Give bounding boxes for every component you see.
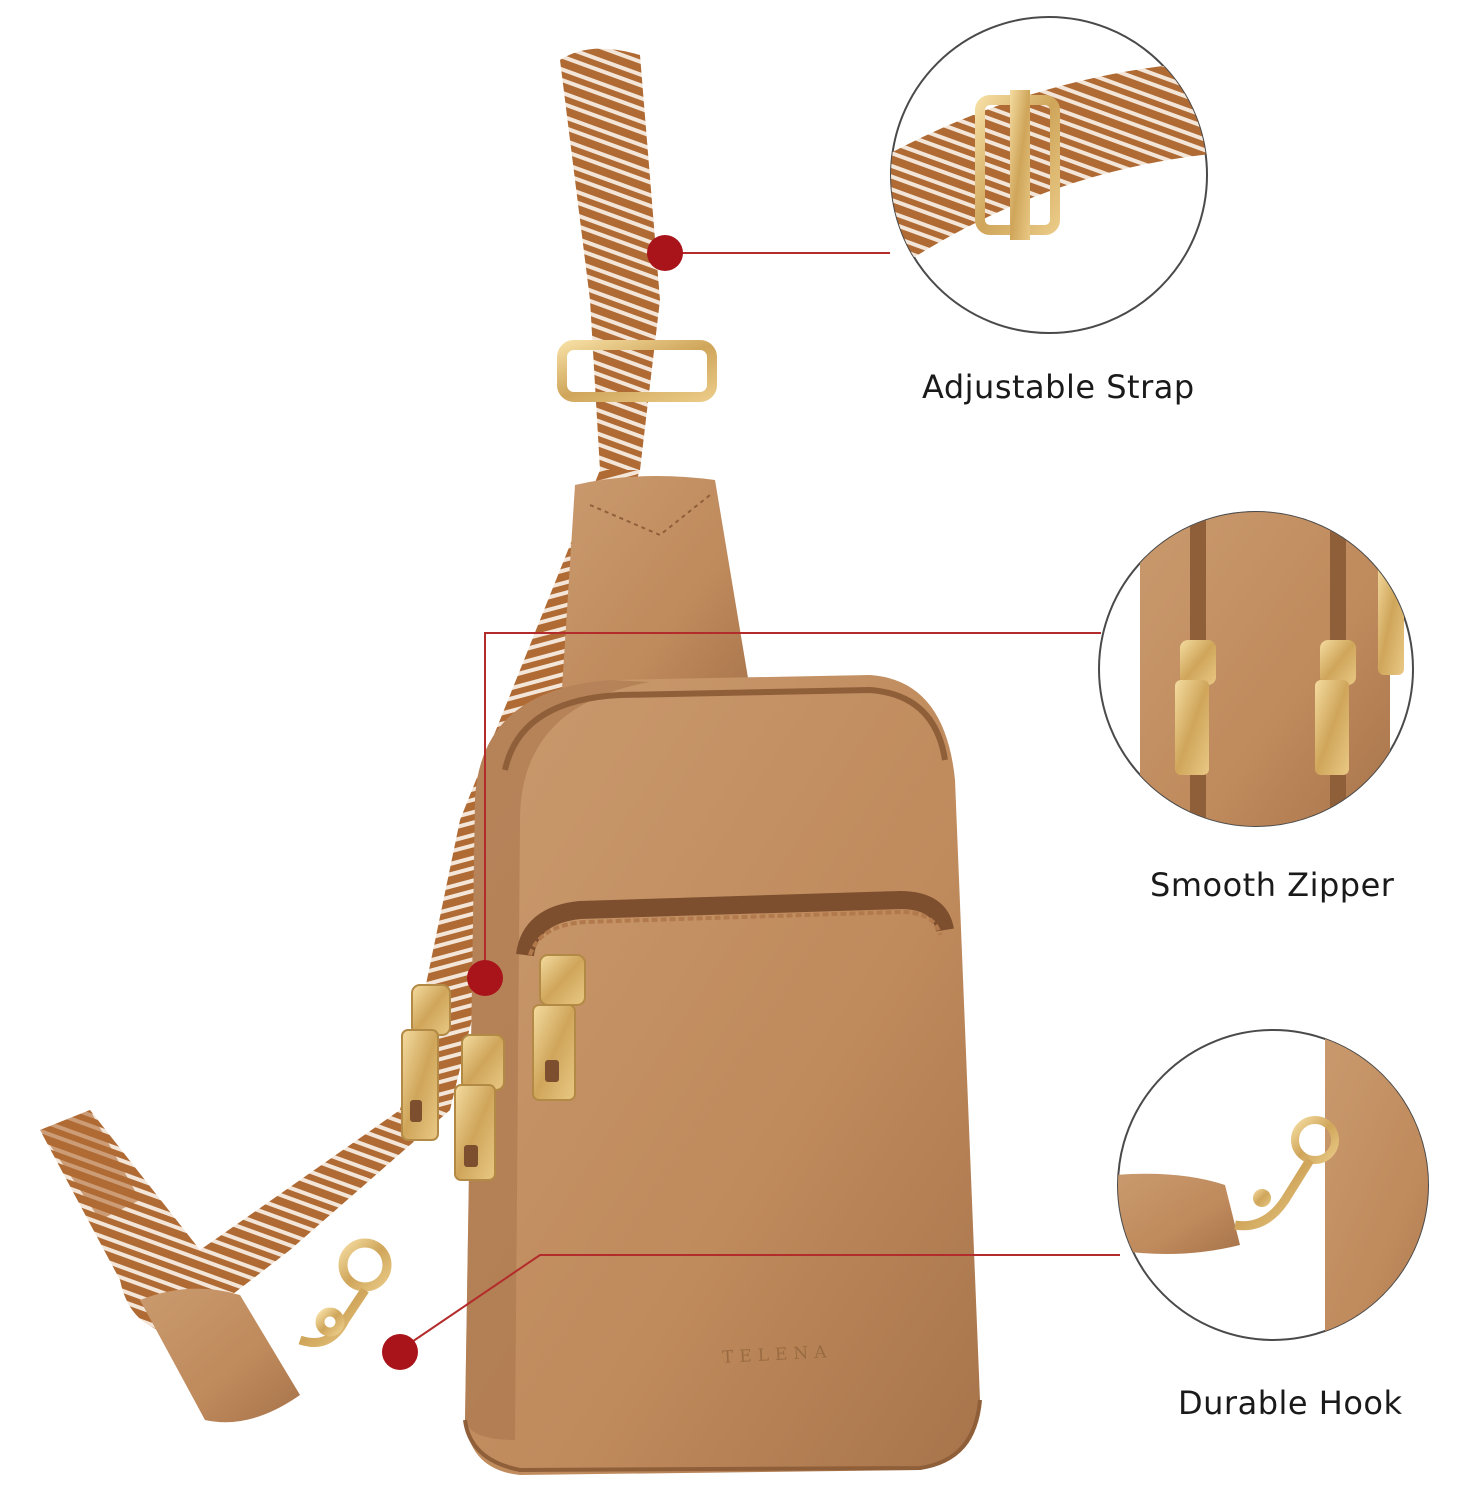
side-leather-tab xyxy=(140,1288,300,1423)
bag-body xyxy=(463,675,982,1475)
zoom-circle-zipper xyxy=(1098,511,1414,827)
top-leather-tab xyxy=(560,476,750,720)
callout-label-smooth-zipper: Smooth Zipper xyxy=(1150,866,1395,904)
zoom-circle-strap xyxy=(890,16,1208,334)
callout-lines xyxy=(399,252,1120,1351)
zoom-circle-hook xyxy=(1117,1029,1429,1341)
callout-dots xyxy=(382,235,683,1370)
callout-label-adjustable-strap: Adjustable Strap xyxy=(922,368,1195,406)
hook xyxy=(298,1238,392,1347)
strap-adjuster xyxy=(557,340,717,402)
callout-label-durable-hook: Durable Hook xyxy=(1178,1384,1403,1422)
